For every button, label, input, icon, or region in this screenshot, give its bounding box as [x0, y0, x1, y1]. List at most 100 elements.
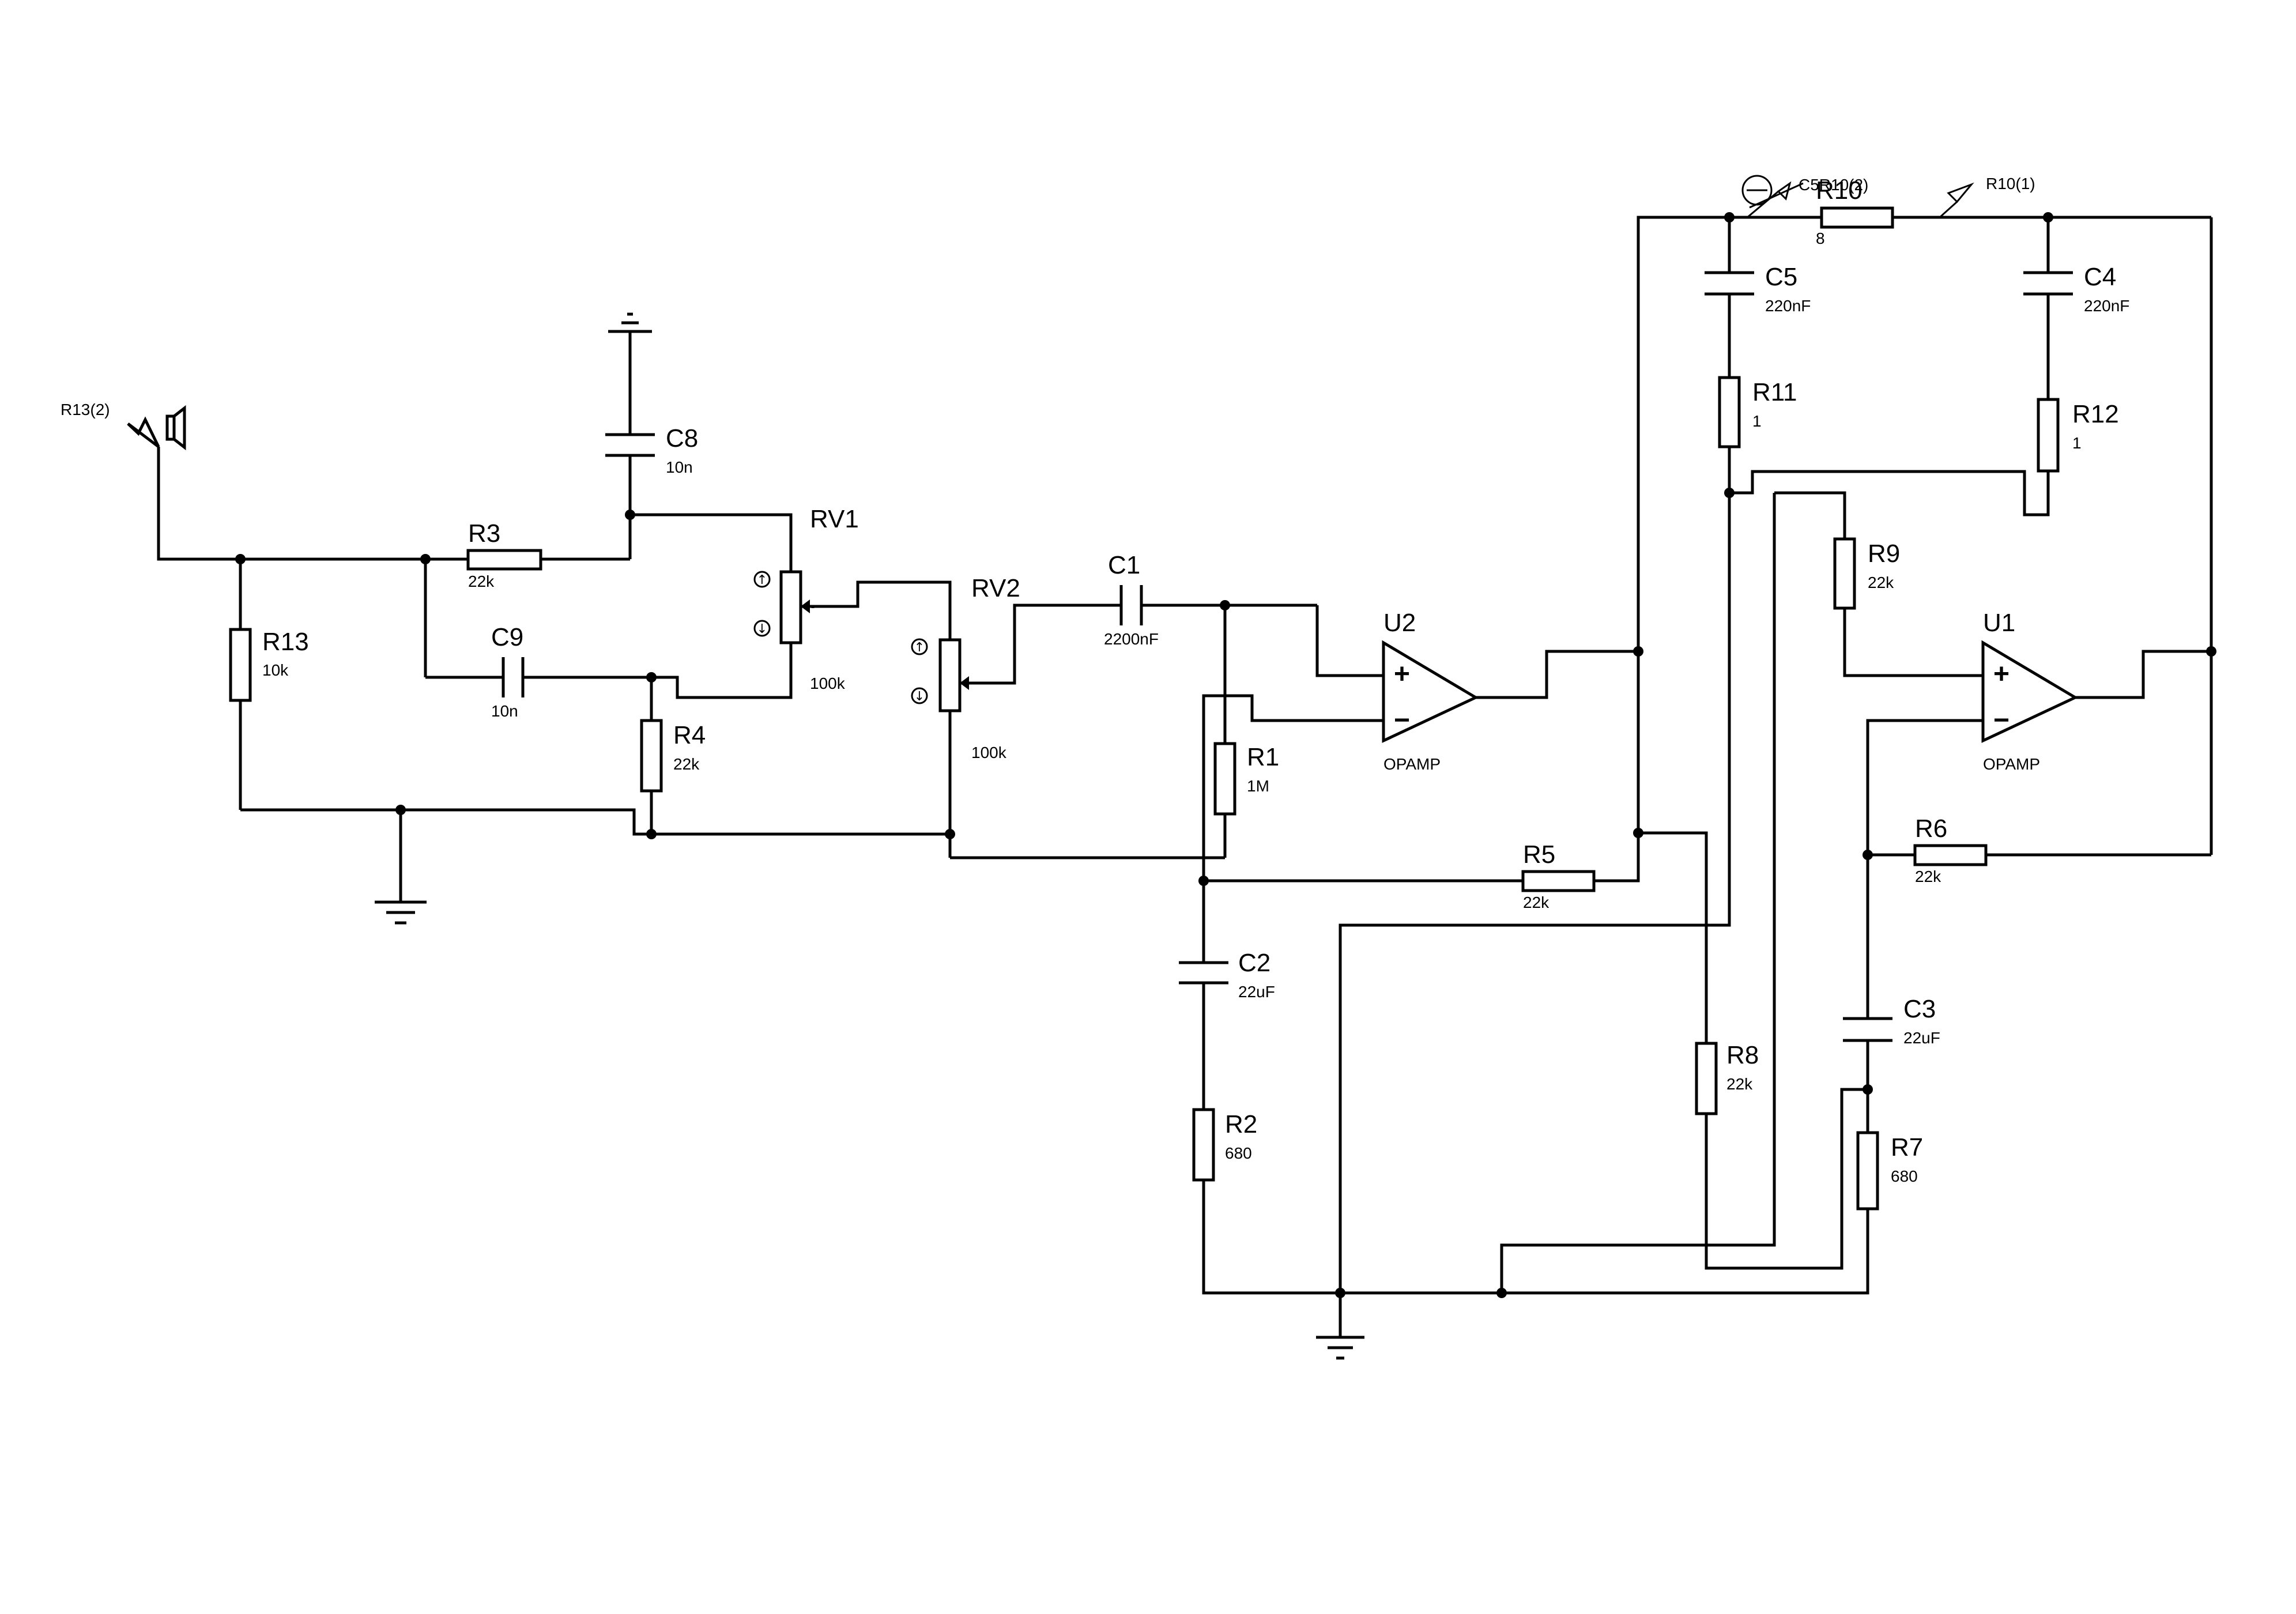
ref-rv1: RV1 — [810, 505, 859, 533]
val-c5: 220nF — [1765, 297, 1811, 315]
val-r10: 8 — [1816, 229, 1825, 247]
capacitor-c2 — [1179, 961, 1228, 985]
capacitor-c1 — [1119, 585, 1143, 625]
junction-dot — [235, 554, 246, 564]
probe-label-r10-1: R10(1) — [1986, 175, 2035, 193]
wires — [157, 216, 2213, 1337]
ref-r10: R10 — [1816, 176, 1863, 205]
val-r5: 22k — [1523, 893, 1549, 911]
capacitor-c3 — [1843, 1017, 1892, 1042]
svg-text:↓: ↓ — [914, 689, 925, 704]
probe-label-r13-2: R13(2) — [61, 401, 110, 418]
ref-r2: R2 — [1225, 1110, 1257, 1138]
ref-r12: R12 — [2072, 400, 2119, 428]
val-rv2: 100k — [971, 744, 1007, 761]
type-u2: OPAMP — [1383, 755, 1441, 773]
ref-r11: R11 — [1752, 378, 1797, 406]
val-r13: 10k — [262, 661, 289, 679]
ref-c8: C8 — [666, 424, 698, 452]
svg-text:↑: ↑ — [914, 640, 925, 655]
junction-dot — [1496, 1288, 1507, 1298]
ref-r3: R3 — [468, 519, 500, 548]
potentiometer-rv1 — [779, 570, 813, 644]
wire-r5-out — [1594, 216, 2039, 883]
junction-dot — [646, 829, 657, 839]
svg-text:↓: ↓ — [757, 622, 767, 636]
resistor-r2 — [1192, 1108, 1215, 1182]
ref-c2: C2 — [1238, 949, 1270, 977]
ref-c5: C5 — [1765, 263, 1797, 291]
junction-dot — [2043, 212, 2053, 223]
junction-dot — [395, 805, 406, 815]
val-r9: 22k — [1868, 574, 1894, 591]
junction-dot — [1198, 876, 1209, 886]
resistor-r5 — [1521, 870, 1596, 892]
u1-plus-pin: + — [1993, 659, 2010, 689]
val-c3: 22uF — [1903, 1029, 1940, 1047]
pot-up-arrow-icon: ↑ — [753, 571, 771, 588]
junction-dot — [420, 554, 431, 564]
opamp-u1 — [1981, 640, 2079, 743]
junction-dot — [2206, 646, 2216, 657]
ref-r6: R6 — [1915, 814, 1947, 843]
val-c9: 10n — [491, 702, 518, 720]
ref-c1: C1 — [1108, 551, 1140, 579]
capacitor-c4 — [2023, 271, 2073, 296]
resistor-r7 — [1856, 1131, 1879, 1210]
junction-dot — [1220, 600, 1230, 610]
svg-text:↑: ↑ — [757, 573, 767, 587]
ref-r4: R4 — [673, 721, 706, 749]
pot-down-arrow-icon: ↓ — [911, 687, 928, 704]
wire-gnd-return — [1500, 493, 1776, 1293]
val-c8: 10n — [666, 458, 693, 476]
ref-c3: C3 — [1903, 995, 1936, 1023]
speaker-icon — [165, 405, 186, 451]
probe-arrow-icon — [1939, 182, 1974, 218]
junction-dot — [1633, 646, 1643, 657]
type-u1: OPAMP — [1983, 755, 2040, 773]
u2-plus-pin: + — [1394, 659, 1410, 689]
val-r8: 22k — [1726, 1075, 1753, 1093]
wire-ground-bus-left — [240, 808, 651, 836]
val-r7: 680 — [1891, 1167, 1918, 1185]
resistor-r3 — [466, 549, 542, 571]
u1-minus-pin: − — [1993, 705, 2010, 736]
junction-dot — [945, 829, 955, 839]
ref-rv2: RV2 — [971, 574, 1020, 602]
ref-r8: R8 — [1726, 1041, 1759, 1069]
wire-u1-minus — [1866, 719, 1983, 1019]
junction-dot — [1863, 1084, 1873, 1095]
junction-dot — [1863, 850, 1873, 860]
wire-u1-out — [2075, 650, 2211, 699]
resistor-r11 — [1718, 376, 1741, 448]
pot-up-arrow-icon: ↑ — [911, 638, 928, 655]
resistor-r4 — [640, 719, 663, 793]
wire-rv1-top — [630, 513, 793, 572]
val-r4: 22k — [673, 755, 700, 773]
u2-minus-pin: − — [1394, 705, 1410, 736]
resistor-r6 — [1913, 844, 1988, 866]
ground-symbol-top — [608, 312, 652, 333]
val-r11: 1 — [1752, 412, 1762, 430]
opamp-u2 — [1382, 640, 1479, 743]
wire-u2-out — [1476, 650, 1638, 699]
wire-gnd-loop — [1339, 493, 1731, 1293]
ref-r9: R9 — [1868, 540, 1900, 568]
val-r2: 680 — [1225, 1144, 1252, 1162]
val-r6: 22k — [1915, 868, 1941, 885]
wire-r11-loop — [1729, 470, 2050, 516]
capacitor-c9 — [502, 657, 525, 697]
potentiometer-rv2 — [938, 638, 969, 712]
wire-rv2-wiper — [962, 604, 1121, 685]
ref-c4: C4 — [2084, 263, 2116, 291]
val-c4: 220nF — [2084, 297, 2129, 315]
junction-dot — [646, 672, 657, 682]
junction-dot — [625, 510, 635, 520]
resistor-r8 — [1695, 1042, 1718, 1115]
wire-rv1-to-rv2 — [813, 580, 952, 640]
val-c2: 22uF — [1238, 983, 1275, 1001]
ground-symbol-main — [1316, 1336, 1364, 1360]
val-r1: 1M — [1247, 777, 1269, 795]
wire-u2-minus — [1202, 694, 1383, 881]
